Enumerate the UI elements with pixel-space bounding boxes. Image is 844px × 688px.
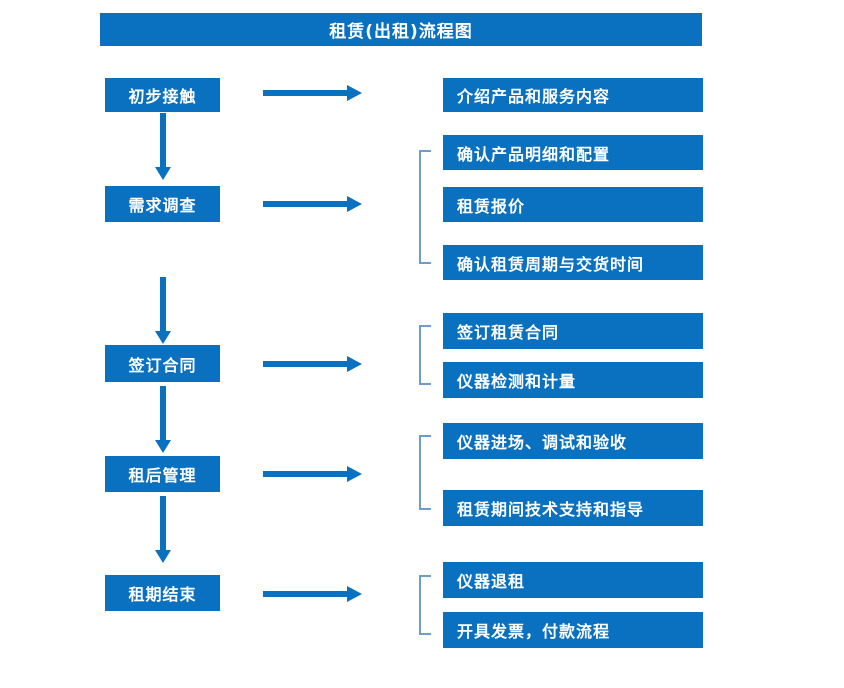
diagram-title: 租赁(出租)流程图 (100, 13, 702, 46)
detail-box-3-1[interactable]: 签订租赁合同 (443, 313, 703, 349)
arrow-down-2 (154, 277, 172, 345)
detail-box-4-2[interactable]: 租赁期间技术支持和指导 (443, 490, 703, 526)
bracket-group-2 (419, 150, 431, 264)
arrow-down-4 (154, 496, 172, 564)
detail-box-5-1[interactable]: 仪器退租 (443, 562, 703, 598)
detail-box-3-2[interactable]: 仪器检测和计量 (443, 362, 703, 398)
arrow-right-3 (263, 355, 363, 373)
arrow-right-5 (263, 585, 363, 603)
bracket-group-5 (419, 575, 431, 635)
arrow-down-1 (154, 113, 172, 181)
detail-box-2-3[interactable]: 确认租赁周期与交货时间 (443, 245, 703, 280)
detail-box-1-1[interactable]: 介绍产品和服务内容 (443, 78, 703, 112)
arrow-right-4 (263, 465, 363, 483)
stage-box-1[interactable]: 初步接触 (105, 78, 220, 112)
stage-box-2[interactable]: 需求调查 (105, 186, 220, 222)
arrow-down-3 (154, 386, 172, 454)
stage-box-4[interactable]: 租后管理 (105, 456, 220, 492)
bracket-group-4 (419, 435, 431, 510)
arrow-right-1 (263, 84, 363, 102)
detail-box-5-2[interactable]: 开具发票，付款流程 (443, 612, 703, 648)
detail-box-4-1[interactable]: 仪器进场、调试和验收 (443, 423, 703, 459)
arrow-right-2 (263, 195, 363, 213)
stage-box-5[interactable]: 租期结束 (105, 575, 220, 611)
detail-box-2-2[interactable]: 租赁报价 (443, 187, 703, 222)
bracket-group-3 (419, 325, 431, 385)
detail-box-2-1[interactable]: 确认产品明细和配置 (443, 135, 703, 170)
stage-box-3[interactable]: 签订合同 (105, 345, 220, 382)
